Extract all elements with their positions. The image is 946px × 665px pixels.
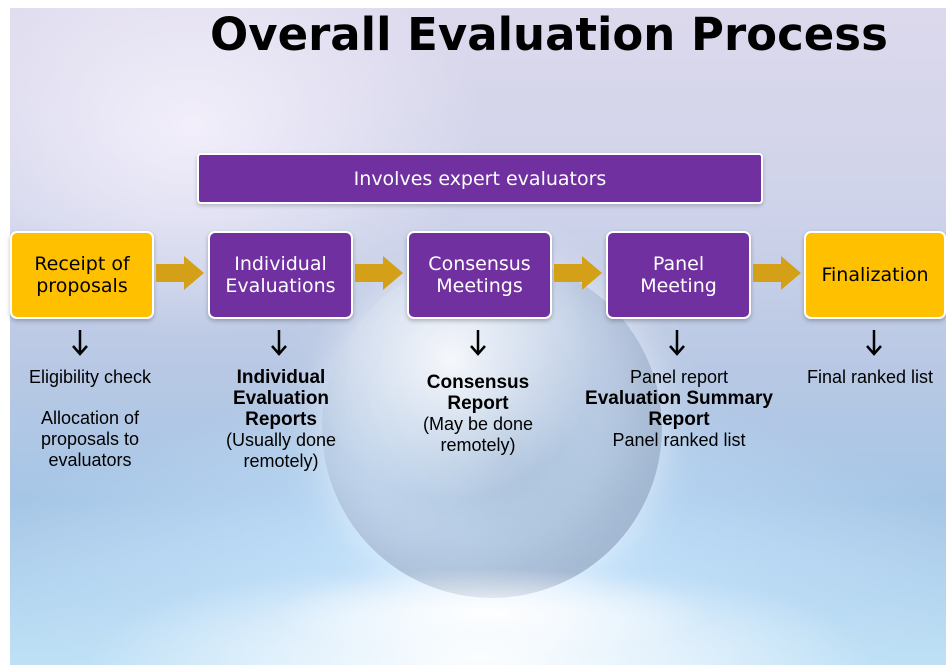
flow-arrow-icon (554, 256, 602, 290)
stage-label-line: Consensus (428, 253, 531, 275)
output-line: (May be done (422, 414, 534, 434)
output-line: proposals to (40, 429, 140, 449)
output-line: Report (447, 393, 509, 414)
stage-label-line: proposals (36, 275, 128, 297)
output-line: Panel ranked list (612, 430, 746, 450)
output-line: (Usually done (225, 430, 337, 450)
flow-arrow-icon (355, 256, 403, 290)
output-consensus: Consensus Report (May be done remotely) (393, 372, 563, 456)
flow-arrow-icon (753, 256, 801, 290)
down-arrow-icon (72, 330, 88, 356)
flow-arrow-icon (156, 256, 204, 290)
output-spacer (0, 388, 180, 408)
output-line: Panel report (629, 367, 729, 387)
down-arrow-icon (470, 330, 486, 356)
output-finalization: Final ranked list (794, 367, 946, 388)
output-panel: Panel report Evaluation Summary Report P… (570, 367, 788, 451)
output-line: Consensus (426, 372, 530, 393)
down-arrow-icon (271, 330, 287, 356)
output-line: remotely) (440, 435, 516, 455)
output-line: Eligibility check (28, 367, 152, 387)
stage-label-line: Panel (652, 253, 705, 275)
globe-glow (270, 568, 710, 658)
stage-label-line: Meeting (640, 275, 717, 297)
evaluators-banner: Involves expert evaluators (197, 153, 763, 204)
output-line: Evaluation Summary (585, 388, 773, 409)
output-line: Final ranked list (806, 367, 934, 387)
output-line: evaluators (48, 450, 132, 470)
stage-label-line: Receipt of (34, 253, 130, 275)
down-arrow-icon (669, 330, 685, 356)
down-arrow-icon (866, 330, 882, 356)
output-line: remotely) (243, 451, 319, 471)
stage-label-line: Individual (234, 253, 327, 275)
slide-background (10, 8, 946, 665)
page-title: Overall Evaluation Process (210, 8, 888, 61)
output-individual: Individual Evaluation Reports (Usually d… (196, 367, 366, 472)
output-line: Reports (245, 409, 317, 430)
stage-label-line: Evaluations (225, 275, 336, 297)
output-line: Evaluation (232, 388, 330, 409)
output-line: Individual (236, 367, 326, 388)
stage-label-line: Meetings (436, 275, 523, 297)
banner-label: Involves expert evaluators (353, 167, 607, 190)
output-receipt: Eligibility check Allocation of proposal… (0, 367, 180, 471)
stage-finalization: Finalization (804, 231, 946, 319)
stage-label-line: Finalization (821, 264, 929, 286)
output-line: Allocation of (40, 408, 140, 428)
output-line: Report (648, 409, 710, 430)
